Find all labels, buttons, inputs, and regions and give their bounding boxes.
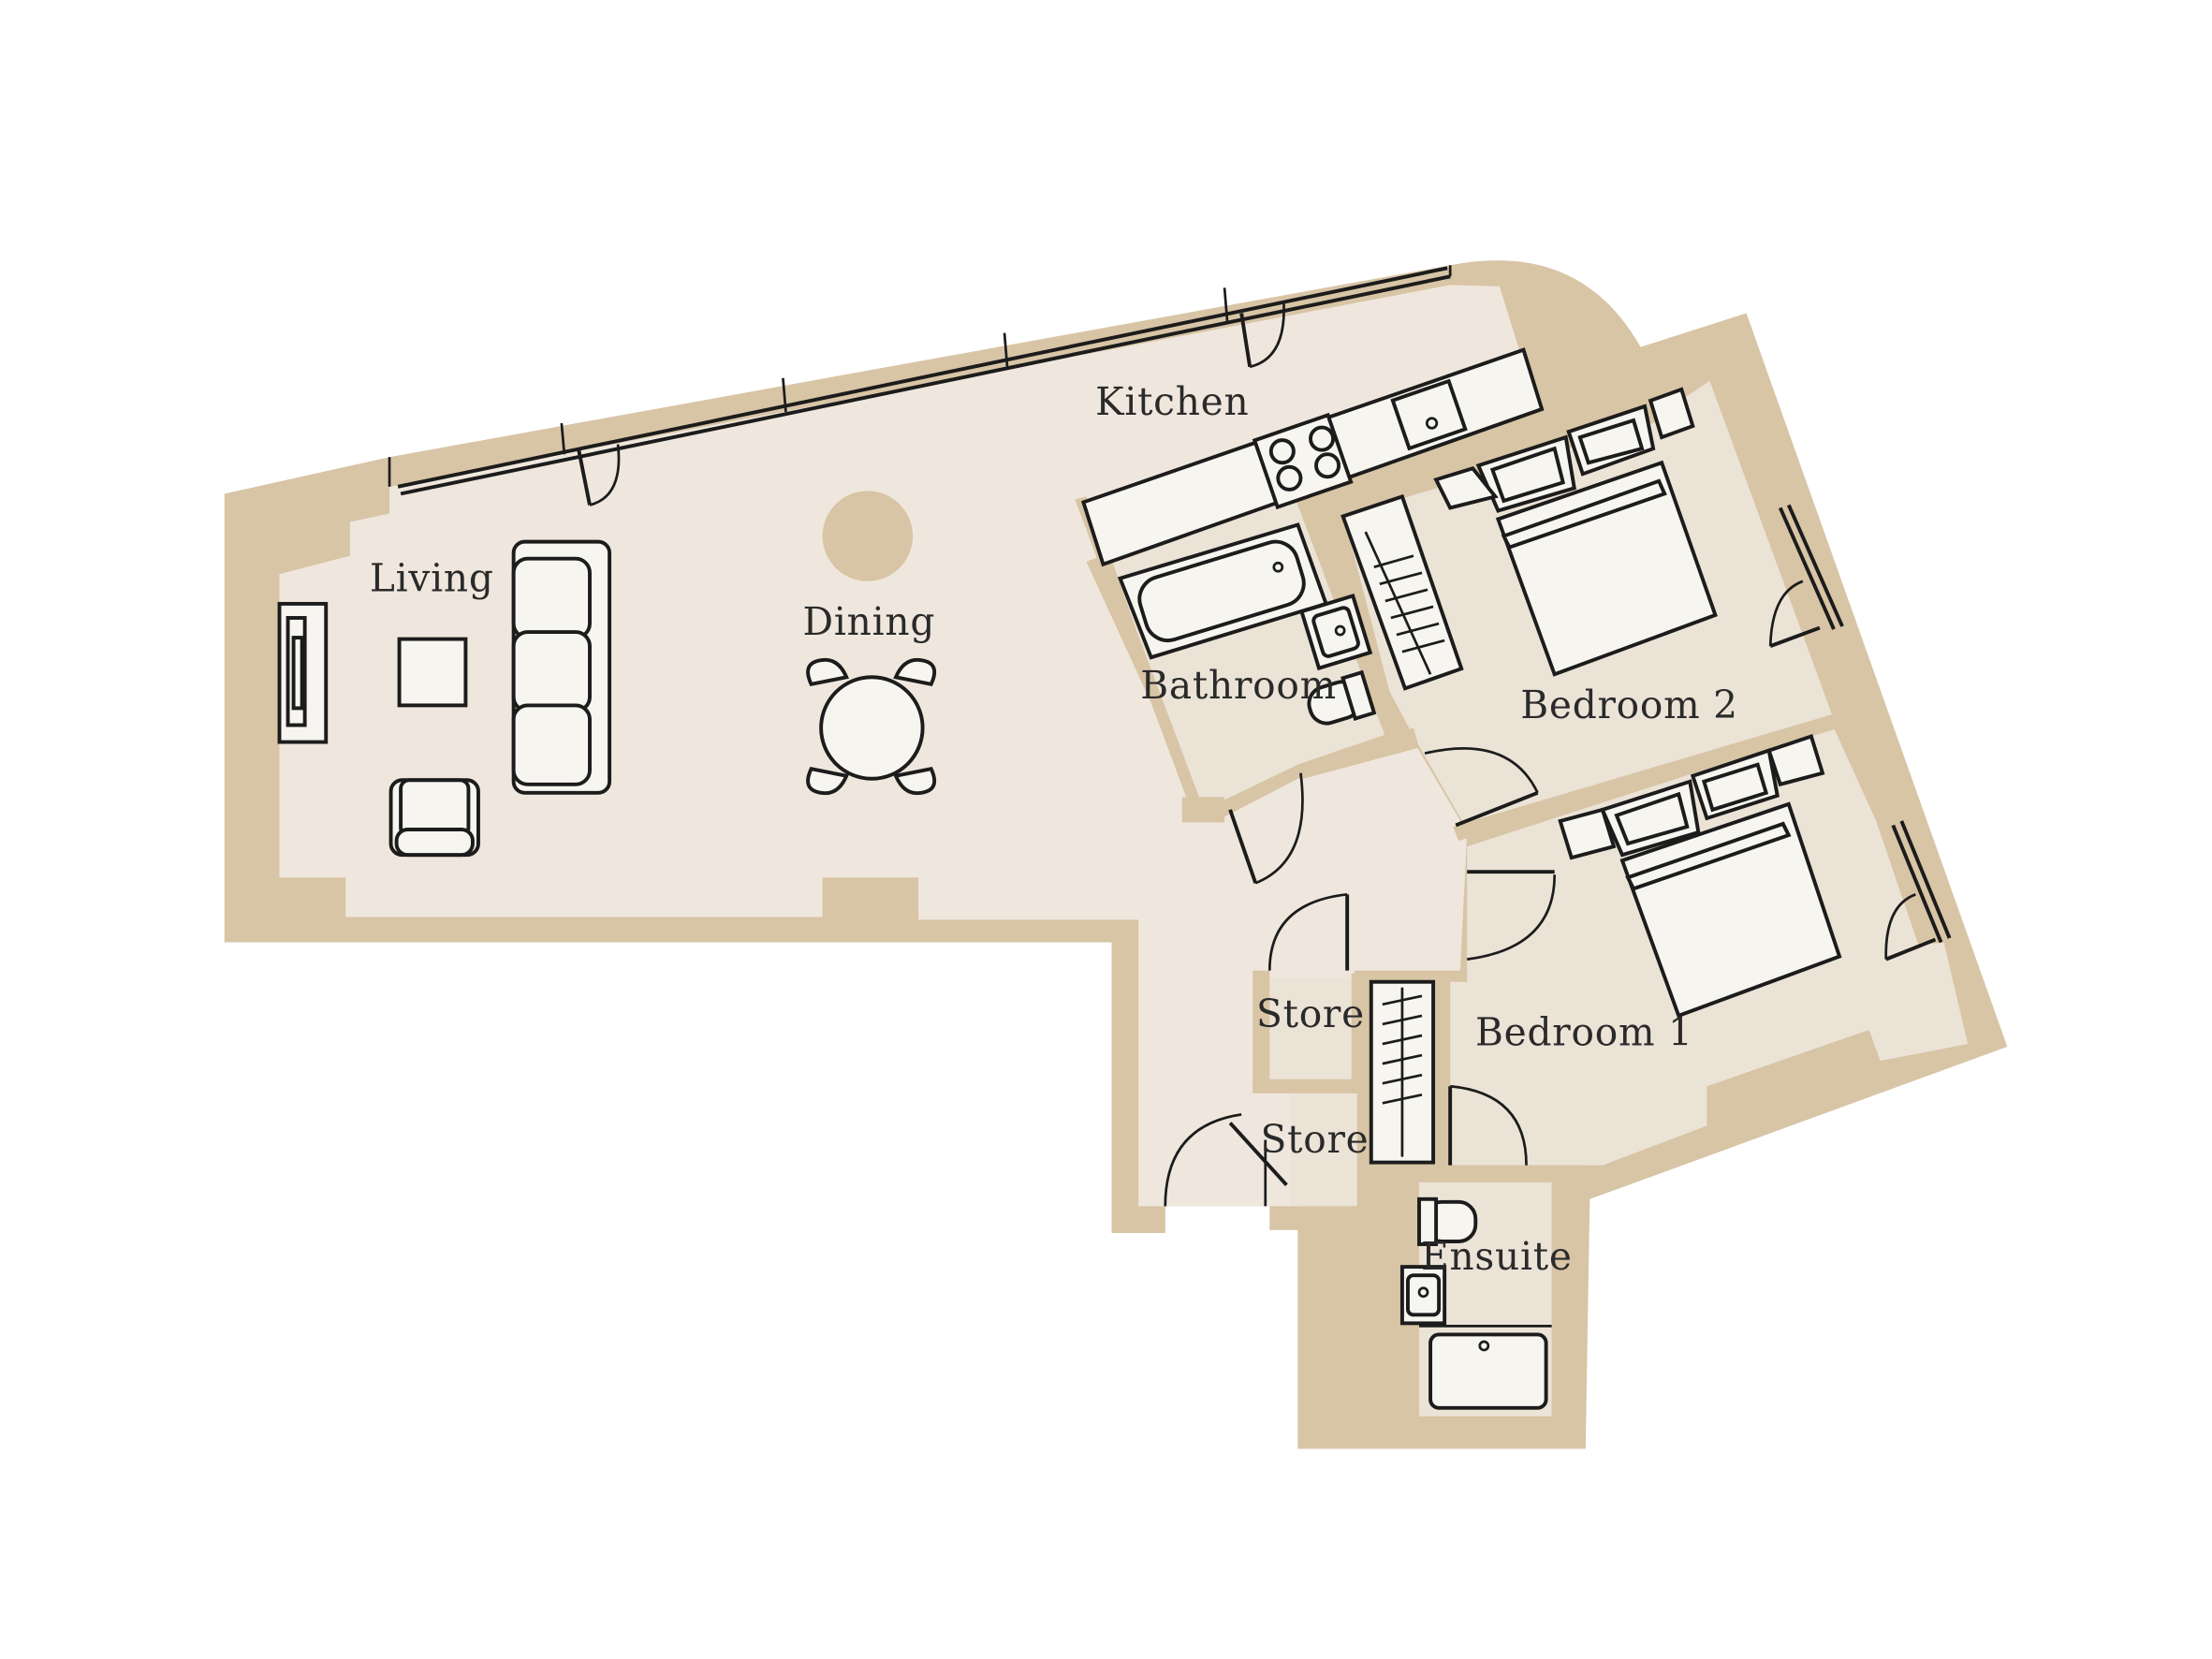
- kitchen-units: [1080, 347, 1545, 567]
- bedroom1-furniture: [1369, 734, 1842, 1165]
- label-store-lower: Store: [1261, 1117, 1370, 1162]
- dining-furniture: [806, 491, 937, 796]
- label-living: Living: [370, 555, 494, 600]
- ensuite-fixtures: [1399, 1197, 1552, 1410]
- bedroom2-furniture: [1340, 387, 1718, 691]
- label-ensuite: Ensuite: [1421, 1234, 1573, 1279]
- windows: [388, 265, 1952, 944]
- label-bedroom-1: Bedroom 1: [1475, 1010, 1693, 1055]
- label-bathroom: Bathroom: [1140, 663, 1337, 708]
- doors: [577, 301, 1937, 1207]
- living-furniture: [277, 539, 612, 858]
- bathroom-fixtures: [1117, 522, 1377, 726]
- label-store-upper: Store: [1256, 991, 1365, 1036]
- label-bedroom-2: Bedroom 2: [1520, 683, 1738, 727]
- room-labels: Kitchen Living Dining Bathroom Bedroom 2…: [370, 379, 1738, 1279]
- label-kitchen: Kitchen: [1095, 379, 1249, 424]
- label-dining: Dining: [803, 599, 936, 644]
